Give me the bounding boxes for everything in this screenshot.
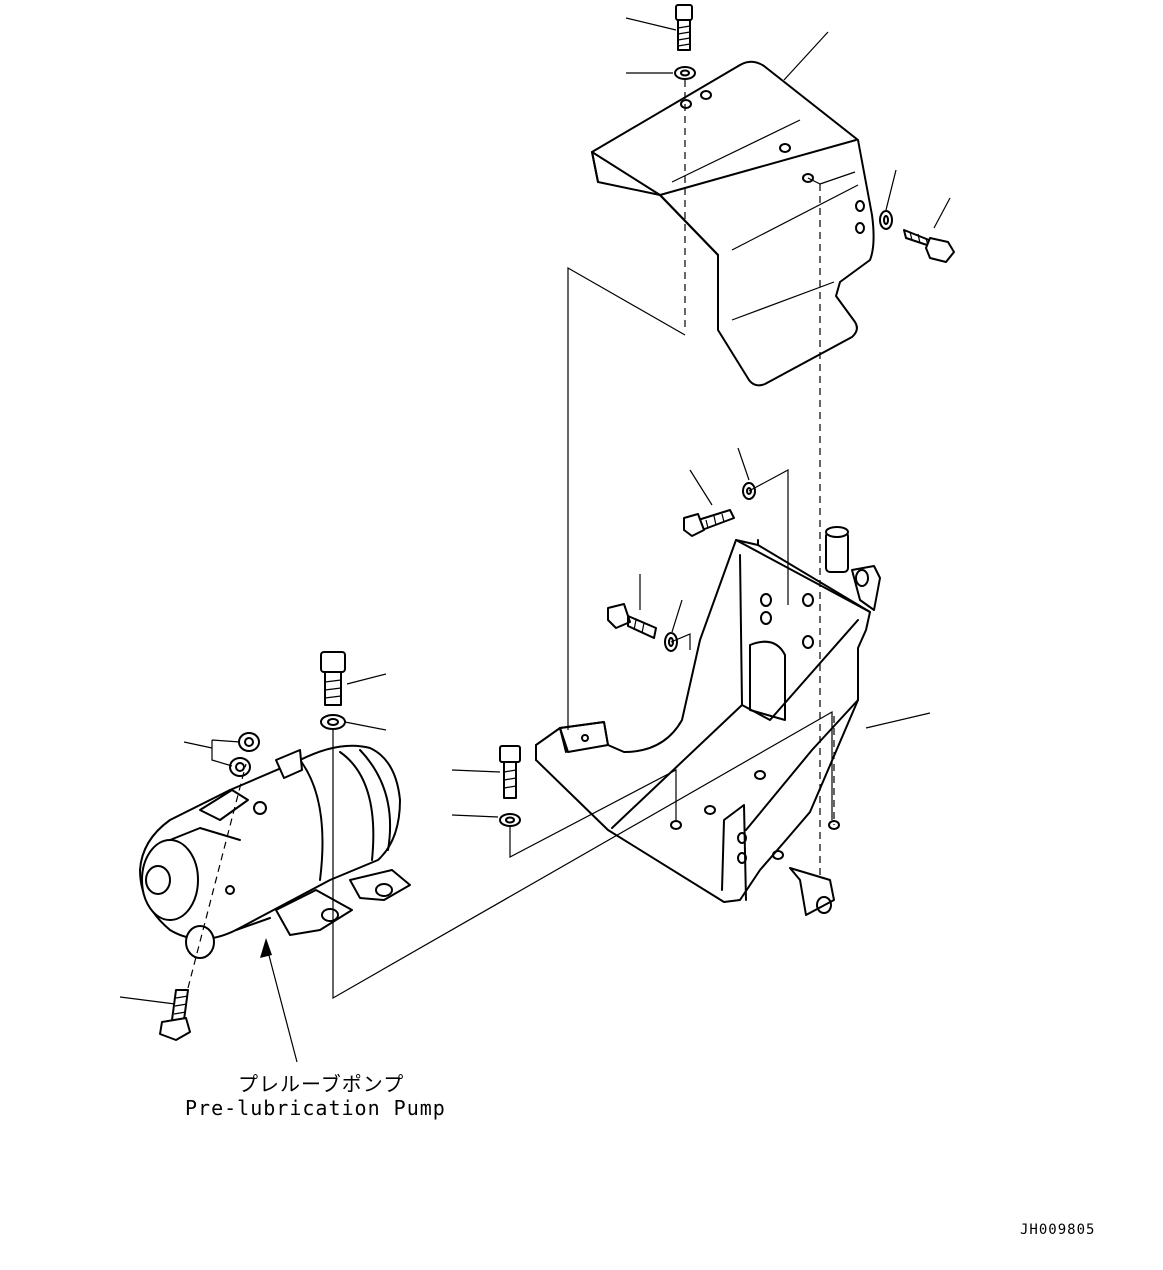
bolt-bracket-front bbox=[499, 745, 521, 827]
cover-plate bbox=[591, 60, 875, 387]
bolt-pump-bottom bbox=[159, 989, 191, 1041]
bolt-top bbox=[674, 4, 696, 80]
bolt-cover-side bbox=[879, 210, 955, 263]
nuts-pump bbox=[229, 732, 260, 777]
bolt-bracket-upper bbox=[683, 482, 756, 537]
pre-lubrication-pump bbox=[139, 744, 411, 959]
mounting-bracket bbox=[535, 526, 881, 916]
drawing-code: JH009805 bbox=[1020, 1222, 1096, 1238]
bolt-pump-top bbox=[320, 651, 346, 730]
bolt-bracket-lower bbox=[607, 603, 678, 652]
pump-label-jp: プレルーブポンプ bbox=[238, 1072, 405, 1096]
pump-label-en: Pre-lubrication Pump bbox=[185, 1096, 446, 1120]
